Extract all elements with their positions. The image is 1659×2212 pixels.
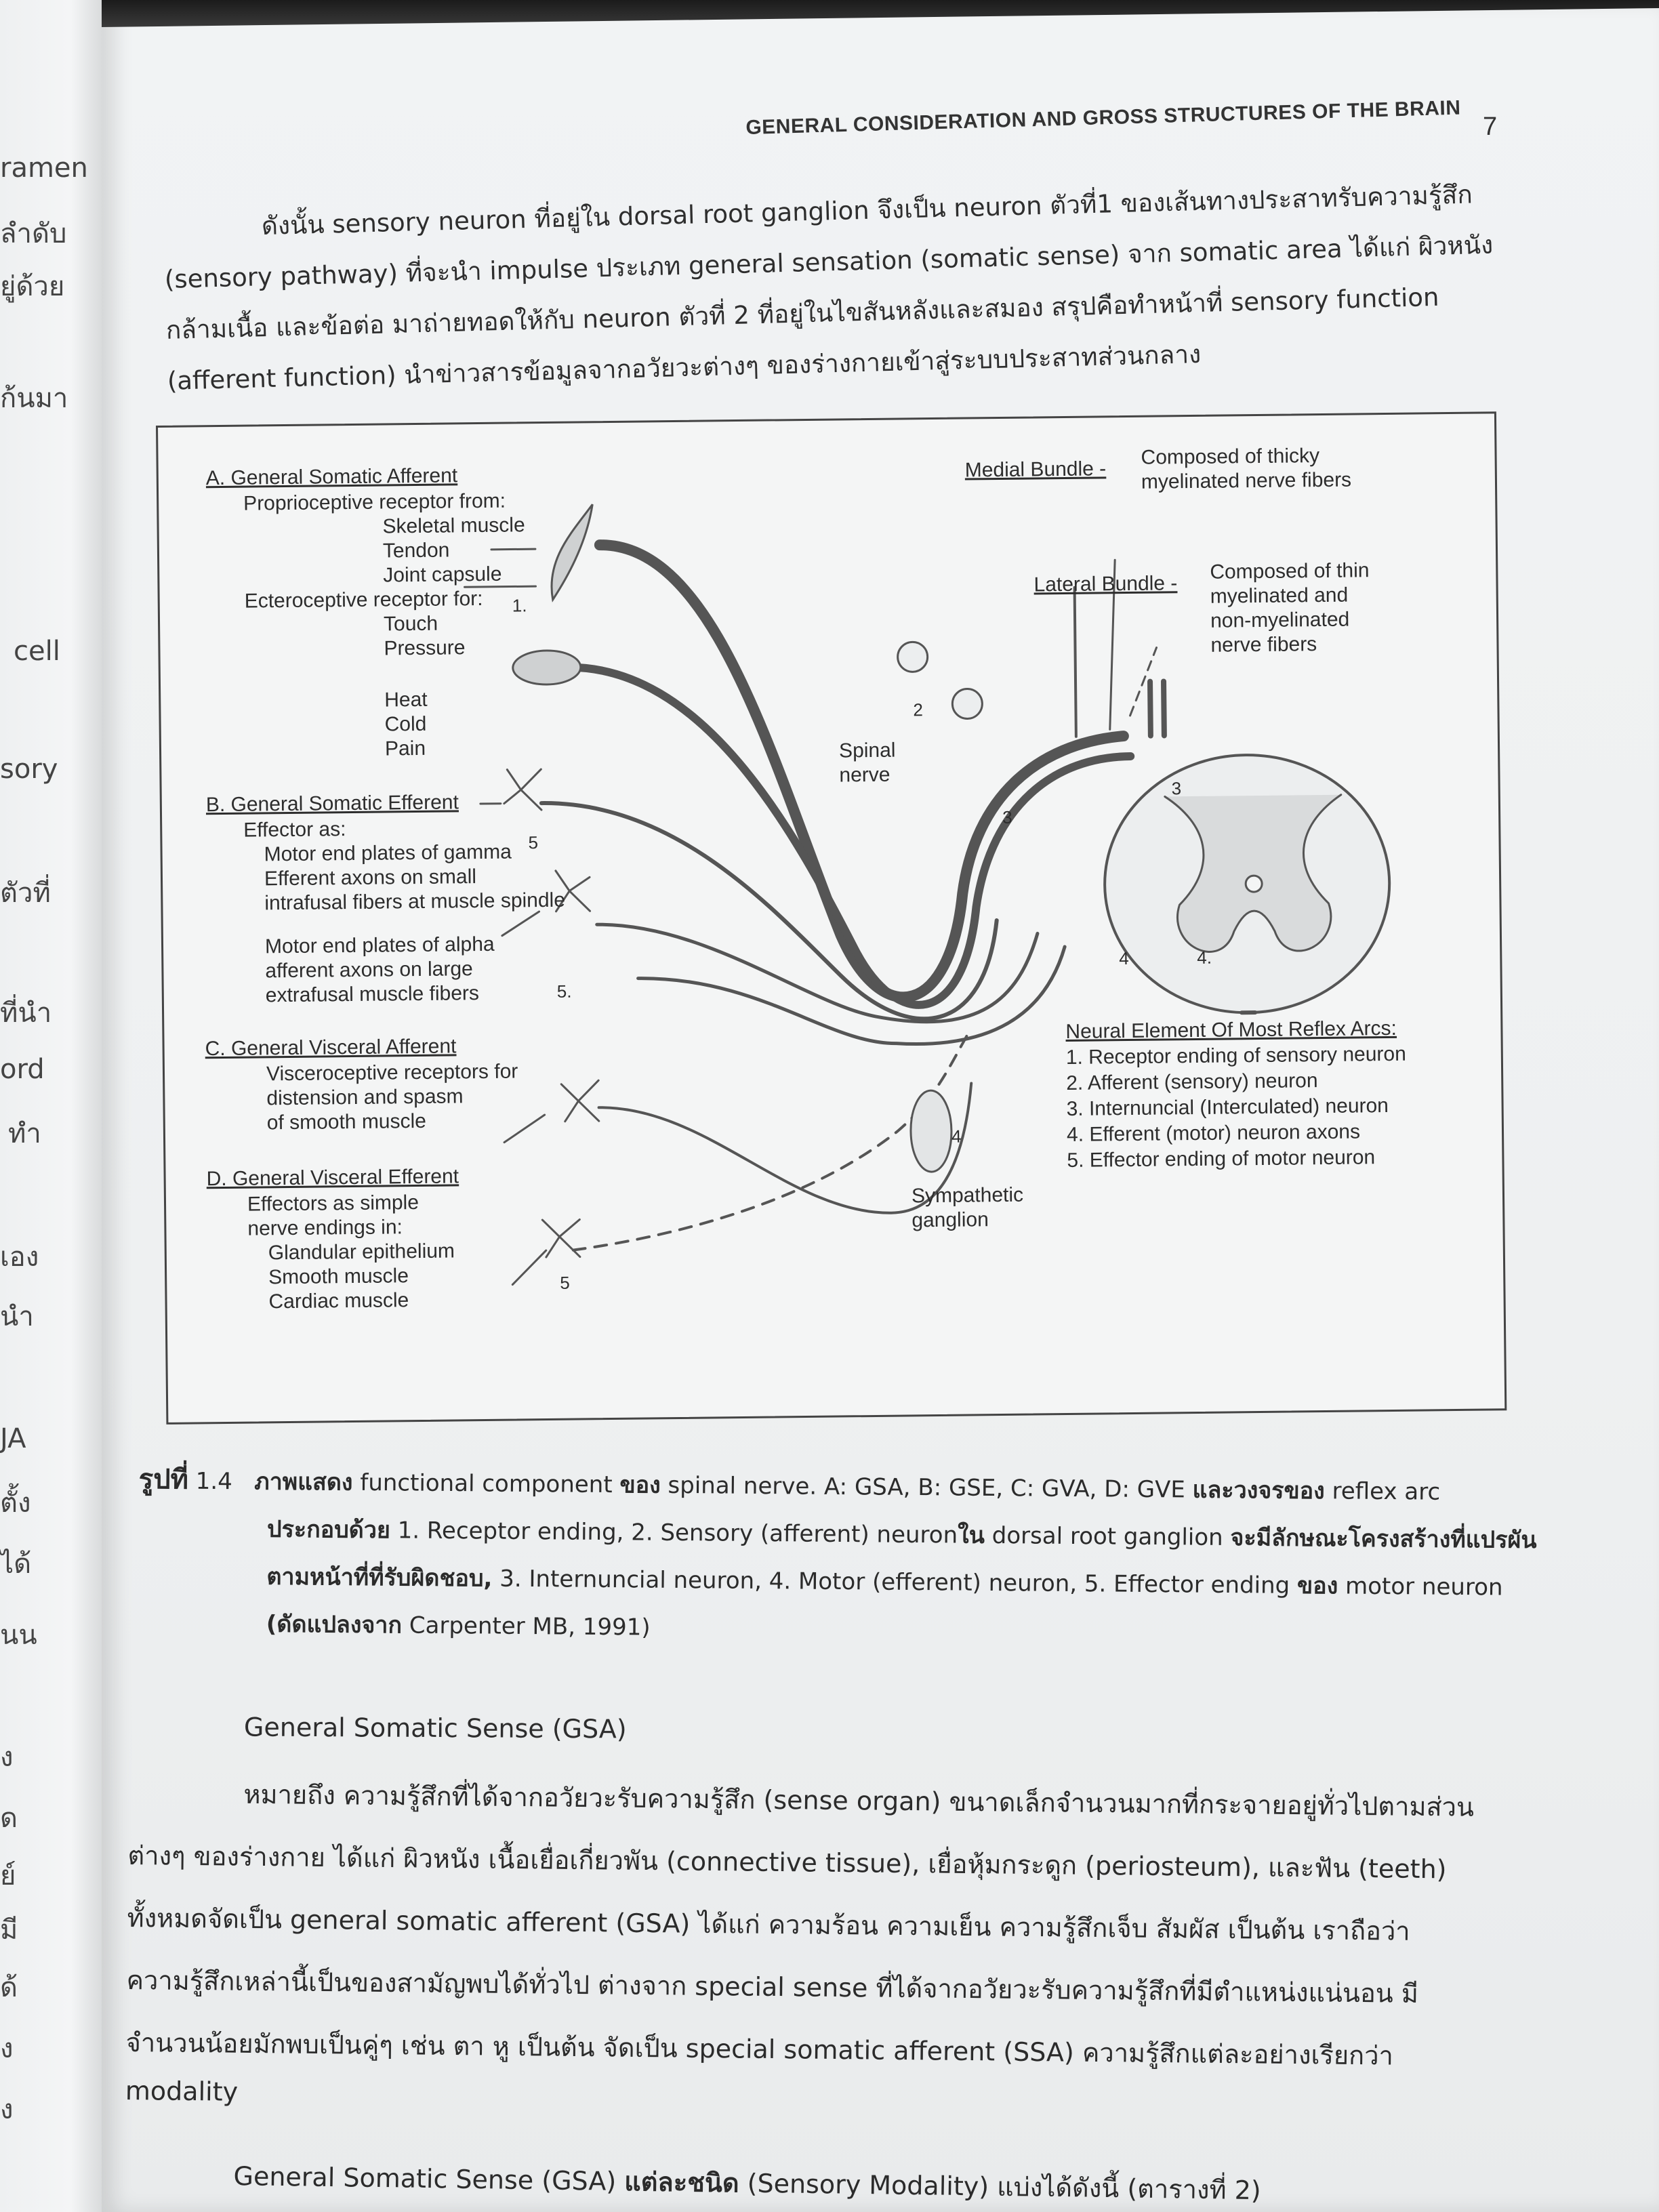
left-page-fragment: ได้ (0, 1549, 32, 1580)
figure-label-gsa: A. General Somatic Afferent (205, 464, 458, 490)
figure-label: nerve fibers (1210, 633, 1317, 657)
reflex-legend-title: Neural Element Of Most Reflex Arcs: (1065, 1017, 1397, 1043)
left-page-fragment: ง (0, 2033, 14, 2064)
figure-label: Motor end plates of gamma (264, 840, 512, 866)
left-page-fragment: JA (0, 1423, 26, 1454)
diagram-numeral: 1. (512, 595, 527, 616)
diagram-numeral: 4 (1119, 948, 1129, 969)
figure-label: Effectors as simple (247, 1191, 419, 1216)
figure-label-sympathetic: ganglion (912, 1208, 989, 1232)
muscle-spindle-receptor (550, 504, 594, 602)
diagram-numeral: 5 (560, 1272, 570, 1293)
reflex-legend-item: 3. Internuncial (Interculated) neuron (1066, 1094, 1389, 1120)
figure-label: Visceroceptive receptors for (266, 1060, 518, 1086)
reflex-legend-item: 1. Receptor ending of sensory neuron (1065, 1042, 1406, 1069)
figure-label: nerve endings in: (247, 1216, 403, 1240)
figure-caption: รูปที่ 1.4 ภาพแสดง functional component … (138, 1456, 1596, 1660)
figure-label: afferent axons on large (265, 958, 473, 983)
figure-label: Heat (384, 688, 428, 712)
efferent-fiber-alpha (636, 945, 1067, 1046)
left-page-fragment: sory (0, 754, 58, 785)
figure-label: of smooth muscle (266, 1109, 427, 1134)
figure-label: intrafusal fibers at muscle spindle (264, 888, 566, 915)
left-page-fragment: ย์ (0, 1860, 16, 1891)
figure-label-gse: B. General Somatic Efferent (205, 791, 459, 817)
figure-label: Touch (383, 612, 438, 636)
left-page-fragment: มี (0, 1914, 18, 1946)
figure-label: Composed of thicky (1141, 445, 1320, 469)
section-paragraph: หมายถึง ความรู้สึกที่ได้จากอวัยวะรับความ… (125, 1762, 1620, 2123)
figure-spinal-nerve: A. General Somatic Afferent Propriocepti… (156, 411, 1507, 1425)
intro-paragraph: ดังนั้น sensory neuron ที่อยู่ใน dorsal … (163, 169, 1496, 407)
figure-label-sympathetic: Sympathetic (911, 1183, 1024, 1208)
reflex-legend-item: 4. Efferent (motor) neuron axons (1066, 1120, 1361, 1146)
reflex-legend-item: 2. Afferent (sensory) neuron (1066, 1069, 1318, 1094)
figure-label-gva: C. General Visceral Afferent (205, 1035, 457, 1061)
diagram-numeral: 5. (556, 981, 572, 1002)
figure-label: Composed of thin (1210, 559, 1370, 583)
left-page-fragment: นำ (0, 1301, 34, 1332)
diagram-numeral: 4 (951, 1126, 962, 1147)
left-page-fragment: ยู่ด้วย (0, 271, 65, 302)
left-page-fragment: ก้นมา (0, 383, 68, 414)
section-heading: General Somatic Sense (GSA) (243, 1712, 627, 1744)
figure-label: Cardiac muscle (268, 1289, 409, 1313)
visceral-afferent-fiber (597, 1082, 973, 1214)
figure-label: Pain (384, 737, 426, 760)
page-number: 7 (1483, 112, 1498, 141)
left-page-fragment: ord (0, 1054, 45, 1085)
left-page-fragment: ที่นำ (0, 998, 52, 1029)
figure-illustration (464, 504, 1391, 1286)
figure-label: Effector as: (243, 818, 346, 842)
left-page-fragment: ด (0, 1803, 18, 1834)
left-page-fragment: ramen (0, 152, 88, 184)
figure-label: Pressure (384, 636, 466, 660)
figure-label-medial-bundle: Medial Bundle - (964, 457, 1107, 482)
figure-label-spinal-nerve: nerve (839, 763, 890, 787)
figure-label-lateral-bundle: Lateral Bundle - (1033, 572, 1178, 596)
figure-label: Efferent axons on small (264, 865, 477, 890)
figure-label: distension and spasm (266, 1085, 464, 1110)
figure-label-gve: D. General Visceral Efferent (206, 1165, 459, 1191)
afferent-fiber-touch (562, 663, 1135, 1009)
figure-label: myelinated nerve fibers (1141, 468, 1352, 493)
left-page-fragment: ด้ (0, 1972, 18, 2003)
figure-label: non-myelinated (1210, 608, 1350, 632)
left-page-fragment: ตั้ง (0, 1488, 31, 1519)
figure-label: Smooth muscle (268, 1265, 409, 1289)
left-page-fragment: ลำดับ (0, 218, 67, 249)
left-page-fragment: cell (14, 636, 60, 667)
diagram-numeral: 3 (1002, 806, 1012, 827)
figure-label: Skeletal muscle (382, 514, 525, 538)
figure-label: extrafusal muscle fibers (265, 982, 480, 1007)
left-page-fragment: ทำ (8, 1118, 41, 1149)
diagram-numeral: 2 (913, 699, 924, 720)
left-page-fragment: ตัวที่ (0, 878, 51, 909)
left-page-fragment: เอง (0, 1242, 39, 1273)
diagram-numeral: 4. (1197, 947, 1212, 968)
afferent-fiber-pain (539, 801, 999, 1021)
left-page-fragment: ง (0, 2094, 14, 2125)
diagram-numeral: 5 (528, 832, 539, 853)
reflex-legend-item: 5. Effector ending of motor neuron (1067, 1146, 1376, 1172)
figure-label: Motor end plates of alpha (264, 933, 495, 958)
pacinian-receptor (512, 649, 582, 686)
visceral-efferent-fiber (571, 1027, 972, 1252)
figure-label: Glandular epithelium (268, 1240, 455, 1265)
figure-label: Ecteroceptive receptor for: (244, 587, 483, 613)
left-page-fragment: ง (0, 1742, 14, 1773)
efferent-fiber-gamma (595, 922, 1040, 1024)
figure-label: Joint capsule (383, 562, 502, 587)
diagram-numeral: 3 (1171, 778, 1182, 799)
figure-label-spinal-nerve: Spinal (838, 739, 896, 762)
figure-label: Proprioceptive receptor from: (243, 489, 506, 515)
figure-label: Cold (384, 712, 427, 736)
figure-label: myelinated and (1210, 583, 1349, 608)
left-page-edge: ramen ลำดับ ยู่ด้วย ก้นมา cell sory ตัวท… (0, 0, 102, 2212)
left-page-fragment: นน (0, 1620, 37, 1651)
figure-label: Tendon (382, 539, 450, 562)
